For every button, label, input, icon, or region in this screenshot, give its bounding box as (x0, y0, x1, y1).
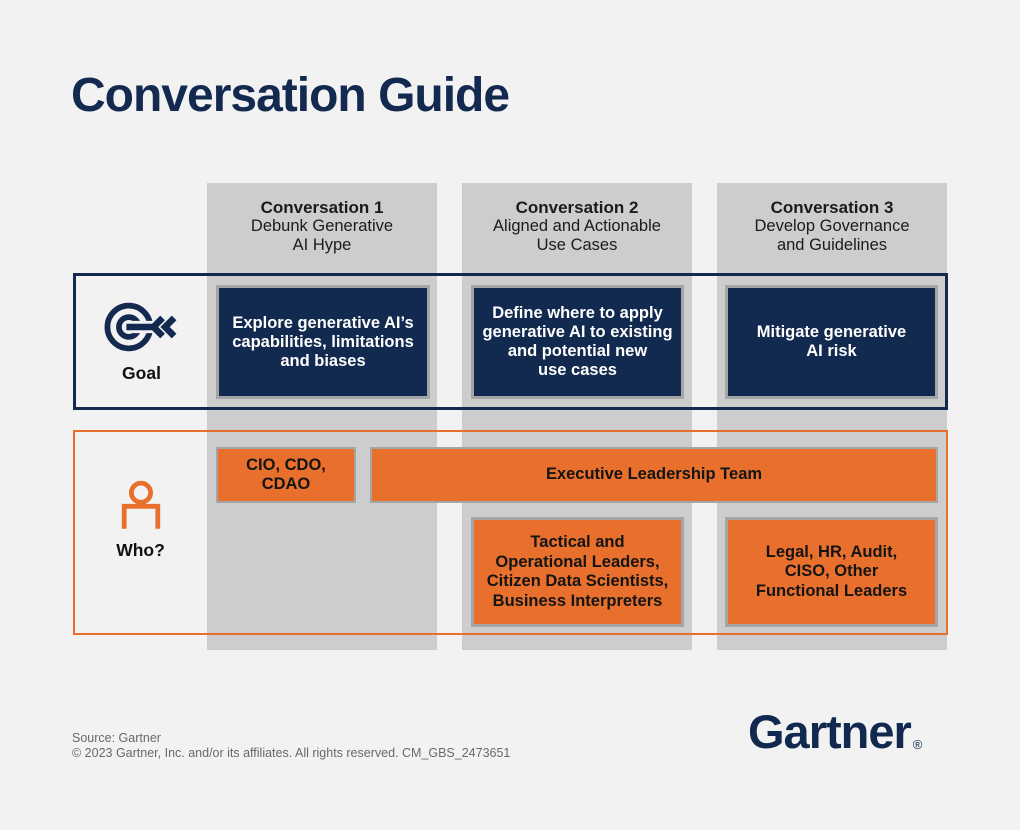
goal-box-conversation-1: Explore generative AI’s capabilities, li… (216, 285, 430, 399)
gartner-logo-text: Gartner (748, 705, 912, 758)
registered-trademark-symbol: ® (912, 737, 923, 752)
who-row-label: Who? (116, 539, 165, 560)
who-box-tactical-operational-leaders: Tactical and Operational Leaders, Citize… (471, 517, 684, 627)
goal-box-conversation-3: Mitigate generative AI risk (725, 285, 938, 399)
person-icon (117, 479, 165, 532)
column-2-subtitle: Aligned and Actionable Use Cases (493, 217, 661, 254)
goal-row: Goal (73, 273, 948, 410)
column-3-subtitle: Develop Governance and Guidelines (754, 217, 910, 254)
who-box-legal-hr-audit: Legal, HR, Audit, CISO, Other Functional… (725, 517, 938, 627)
goal-row-label-area: Goal (76, 276, 207, 407)
who-box-cio-cdo-cdao: CIO, CDO, CDAO (216, 447, 356, 503)
goal-box-conversation-2: Define where to apply generative AI to e… (471, 285, 684, 399)
who-box-executive-leadership-team: Executive Leadership Team (370, 447, 938, 503)
column-3-title: Conversation 3 (770, 198, 894, 217)
column-1-subtitle: Debunk Generative AI Hype (250, 217, 394, 254)
footer-copyright: © 2023 Gartner, Inc. and/or its affiliat… (72, 746, 511, 760)
who-row-label-area: Who? (75, 432, 206, 633)
who-row: Who? (73, 430, 948, 635)
column-2-title: Conversation 2 (515, 198, 639, 217)
footer-source: Source: Gartner (72, 731, 161, 745)
column-conversation-1: Conversation 1 Debunk Generative AI Hype (207, 183, 437, 650)
target-arrow-icon (104, 299, 180, 355)
page-title: Conversation Guide (71, 69, 510, 122)
column-1-title: Conversation 1 (260, 198, 384, 217)
gartner-logo: Gartner ® (748, 704, 922, 759)
goal-row-label: Goal (122, 363, 161, 383)
